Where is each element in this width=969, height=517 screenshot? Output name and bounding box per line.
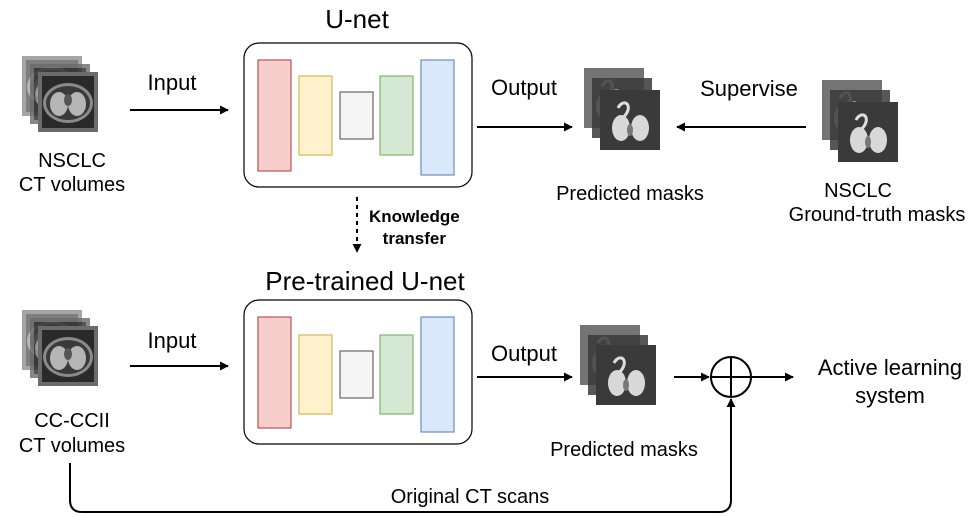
input-label-top: Input bbox=[147, 70, 197, 95]
predicted-masks-stack-top bbox=[582, 66, 662, 152]
predicted-masks-caption-bottom: Predicted masks bbox=[550, 439, 698, 461]
predicted-masks-caption-top: Predicted masks bbox=[556, 183, 704, 205]
supervise-label: Supervise bbox=[700, 76, 798, 101]
pretrained-block-decoder-2 bbox=[420, 316, 455, 433]
unet-title: U-net bbox=[325, 4, 389, 34]
pretrained-block-encoder-1 bbox=[257, 316, 292, 429]
active-learning-line2: system bbox=[855, 383, 925, 408]
original-ct-scans-label: Original CT scans bbox=[390, 486, 550, 508]
nsclc-caption-line2: CT volumes bbox=[18, 174, 126, 196]
pretrained-unet-title: Pre-trained U-net bbox=[265, 266, 465, 296]
combine-plus-icon bbox=[710, 356, 752, 398]
pretrained-block-decoder-1 bbox=[379, 334, 414, 415]
output-label-bottom: Output bbox=[490, 341, 558, 366]
active-learning-line1: Active learning bbox=[817, 355, 963, 380]
pretrained-block-encoder-2 bbox=[298, 334, 333, 415]
pretrained-block-bottleneck bbox=[339, 350, 374, 399]
gt-caption-line2: Ground-truth masks bbox=[788, 204, 966, 226]
knowledge-transfer-label: Knowledge transfer bbox=[369, 206, 460, 250]
knowledge-transfer-line1: Knowledge bbox=[369, 207, 460, 226]
output-label-top: Output bbox=[490, 75, 558, 100]
predicted-masks-stack-bottom bbox=[578, 323, 658, 407]
unet-block-encoder-2 bbox=[298, 75, 333, 156]
knowledge-transfer-line2: transfer bbox=[382, 229, 446, 248]
cc-ccii-caption-line1: CC-CCII bbox=[34, 410, 110, 432]
unet-block-decoder-1 bbox=[379, 75, 414, 156]
unet-block-bottleneck bbox=[339, 91, 374, 140]
unet-block-encoder-1 bbox=[257, 59, 292, 172]
ground-truth-masks-stack bbox=[820, 78, 900, 164]
gt-caption-line1: NSCLC bbox=[824, 180, 892, 202]
input-label-bottom: Input bbox=[147, 328, 197, 353]
original-ct-scans-loop bbox=[69, 398, 736, 513]
nsclc-ct-stack bbox=[22, 56, 98, 132]
cc-ccii-ct-stack bbox=[22, 310, 98, 386]
unet-block-decoder-2 bbox=[420, 59, 455, 176]
cc-ccii-caption-line2: CT volumes bbox=[18, 435, 126, 457]
nsclc-caption-line1: NSCLC bbox=[38, 150, 106, 172]
